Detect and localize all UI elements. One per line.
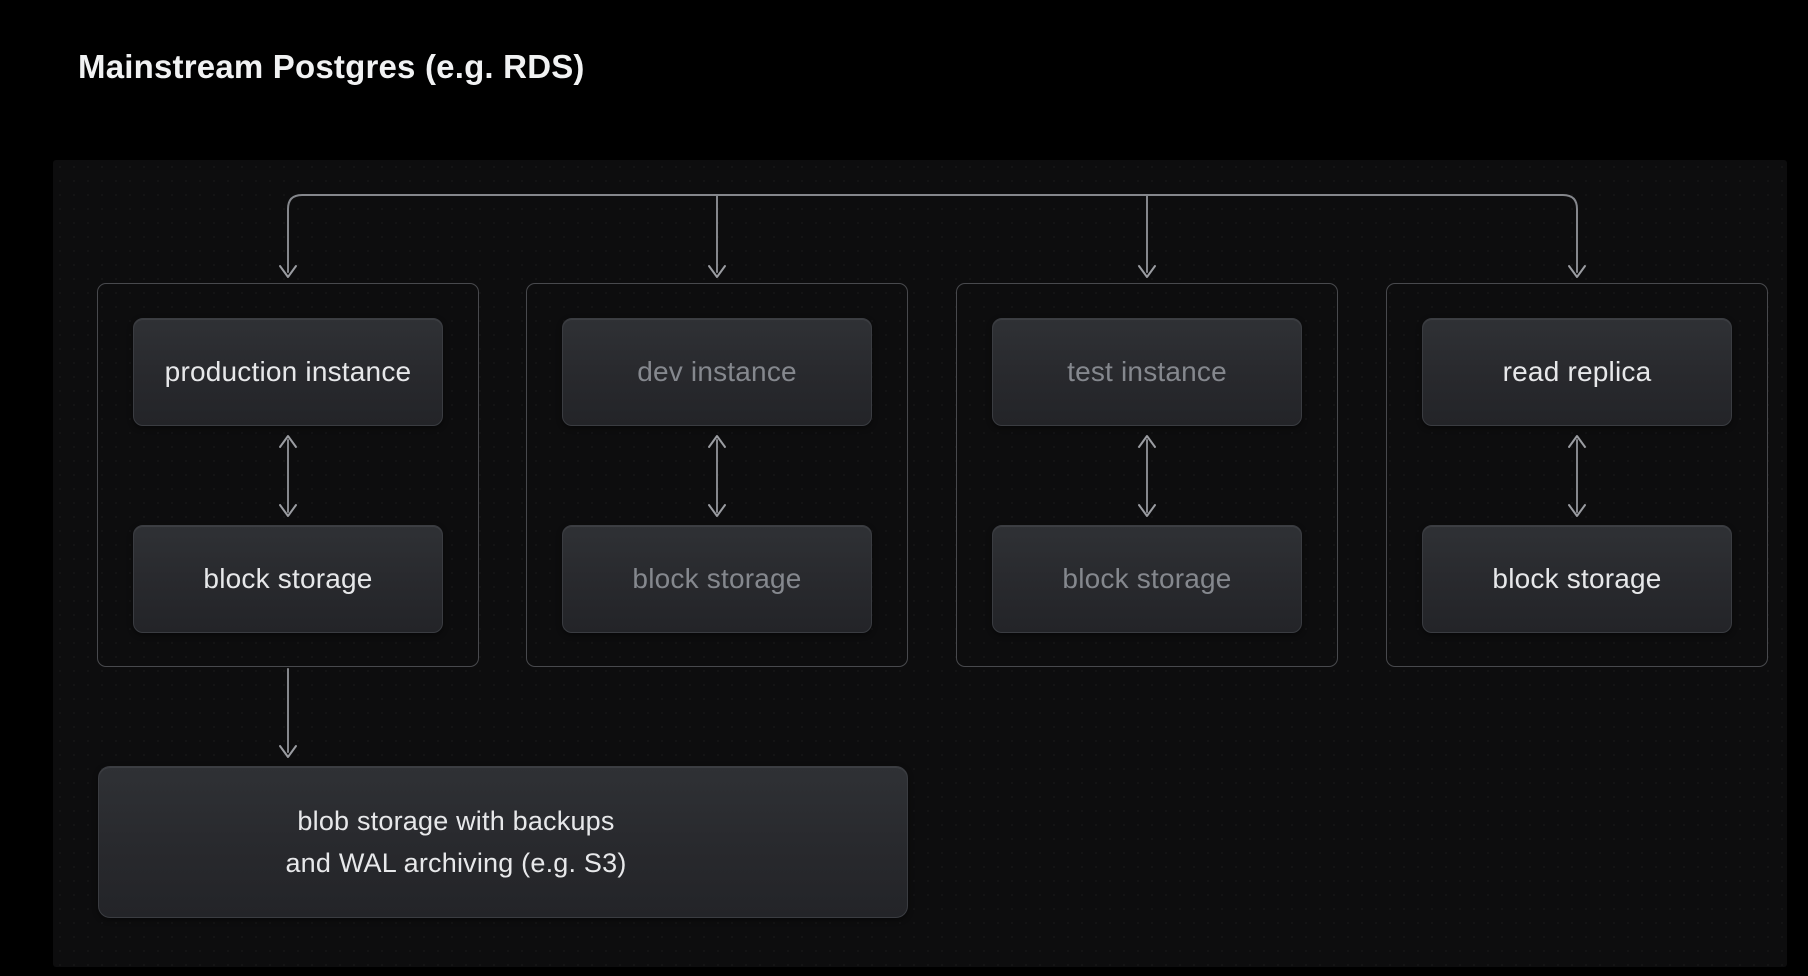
node-label: dev instance — [637, 356, 797, 387]
node-dev-instance: dev instance — [562, 318, 872, 426]
blob-storage-label: blob storage with backups and WAL archiv… — [99, 800, 813, 884]
node-blob-storage: blob storage with backups and WAL archiv… — [98, 766, 908, 918]
group-read-replica: read replica block storage — [1386, 283, 1768, 667]
node-test-block-storage: block storage — [992, 525, 1302, 633]
node-read-replica: read replica — [1422, 318, 1732, 426]
node-label: block storage — [203, 563, 373, 594]
node-label: test instance — [1067, 356, 1227, 387]
blob-storage-line2: and WAL archiving (e.g. S3) — [285, 848, 627, 878]
group-production: production instance block storage — [97, 283, 479, 667]
node-label: block storage — [1062, 563, 1232, 594]
node-production-block-storage: block storage — [133, 525, 443, 633]
group-dev: dev instance block storage — [526, 283, 908, 667]
node-read-replica-block-storage: block storage — [1422, 525, 1732, 633]
node-production-instance: production instance — [133, 318, 443, 426]
node-label: read replica — [1502, 356, 1652, 387]
node-test-instance: test instance — [992, 318, 1302, 426]
diagram-title: Mainstream Postgres (e.g. RDS) — [78, 48, 585, 85]
node-label: block storage — [632, 563, 802, 594]
node-dev-block-storage: block storage — [562, 525, 872, 633]
node-label: production instance — [164, 356, 412, 387]
node-label: block storage — [1492, 563, 1662, 594]
blob-storage-line1: blob storage with backups — [297, 806, 615, 836]
group-test: test instance block storage — [956, 283, 1338, 667]
